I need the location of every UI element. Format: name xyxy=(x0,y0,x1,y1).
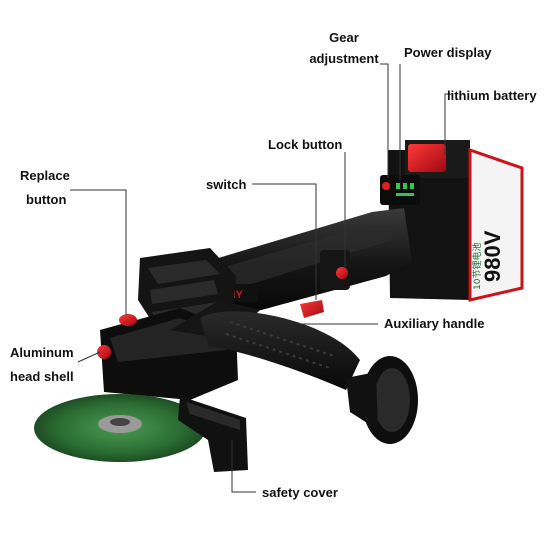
label-replace-line2: button xyxy=(26,192,67,207)
battery-voltage-text: 980V xyxy=(480,230,505,282)
label-aluminum-head-shell: Aluminum head shell xyxy=(10,345,74,385)
replace-button xyxy=(119,314,137,326)
auxiliary-handle xyxy=(170,300,418,444)
gear-indicator xyxy=(382,182,390,190)
label-gear-line2: adjustment xyxy=(309,51,379,66)
label-gear-adjustment: Gear adjustment xyxy=(296,30,392,67)
label-lithium-battery: lithium battery xyxy=(447,88,537,103)
label-replace-button: Replace button xyxy=(20,168,70,208)
battery-release-button xyxy=(408,144,446,172)
battery-pack xyxy=(380,140,524,302)
switch-lever xyxy=(300,300,324,318)
head-red-cap xyxy=(97,345,111,359)
callout-leaders xyxy=(70,63,452,493)
battery-cell-text: 10节锂电池 xyxy=(471,243,483,290)
label-power-display: Power display xyxy=(404,45,492,60)
label-auxiliary-handle: Auxiliary handle xyxy=(384,316,485,331)
label-safety-cover: safety cover xyxy=(262,485,338,500)
label-aluminum-line1: Aluminum xyxy=(10,345,74,360)
label-aluminum-line2: head shell xyxy=(10,369,74,384)
label-switch: switch xyxy=(206,177,247,192)
label-gear-line1: Gear xyxy=(329,30,359,45)
label-replace-line1: Replace xyxy=(20,168,70,183)
label-lock-button: Lock button xyxy=(268,137,343,152)
lock-button xyxy=(336,267,348,279)
